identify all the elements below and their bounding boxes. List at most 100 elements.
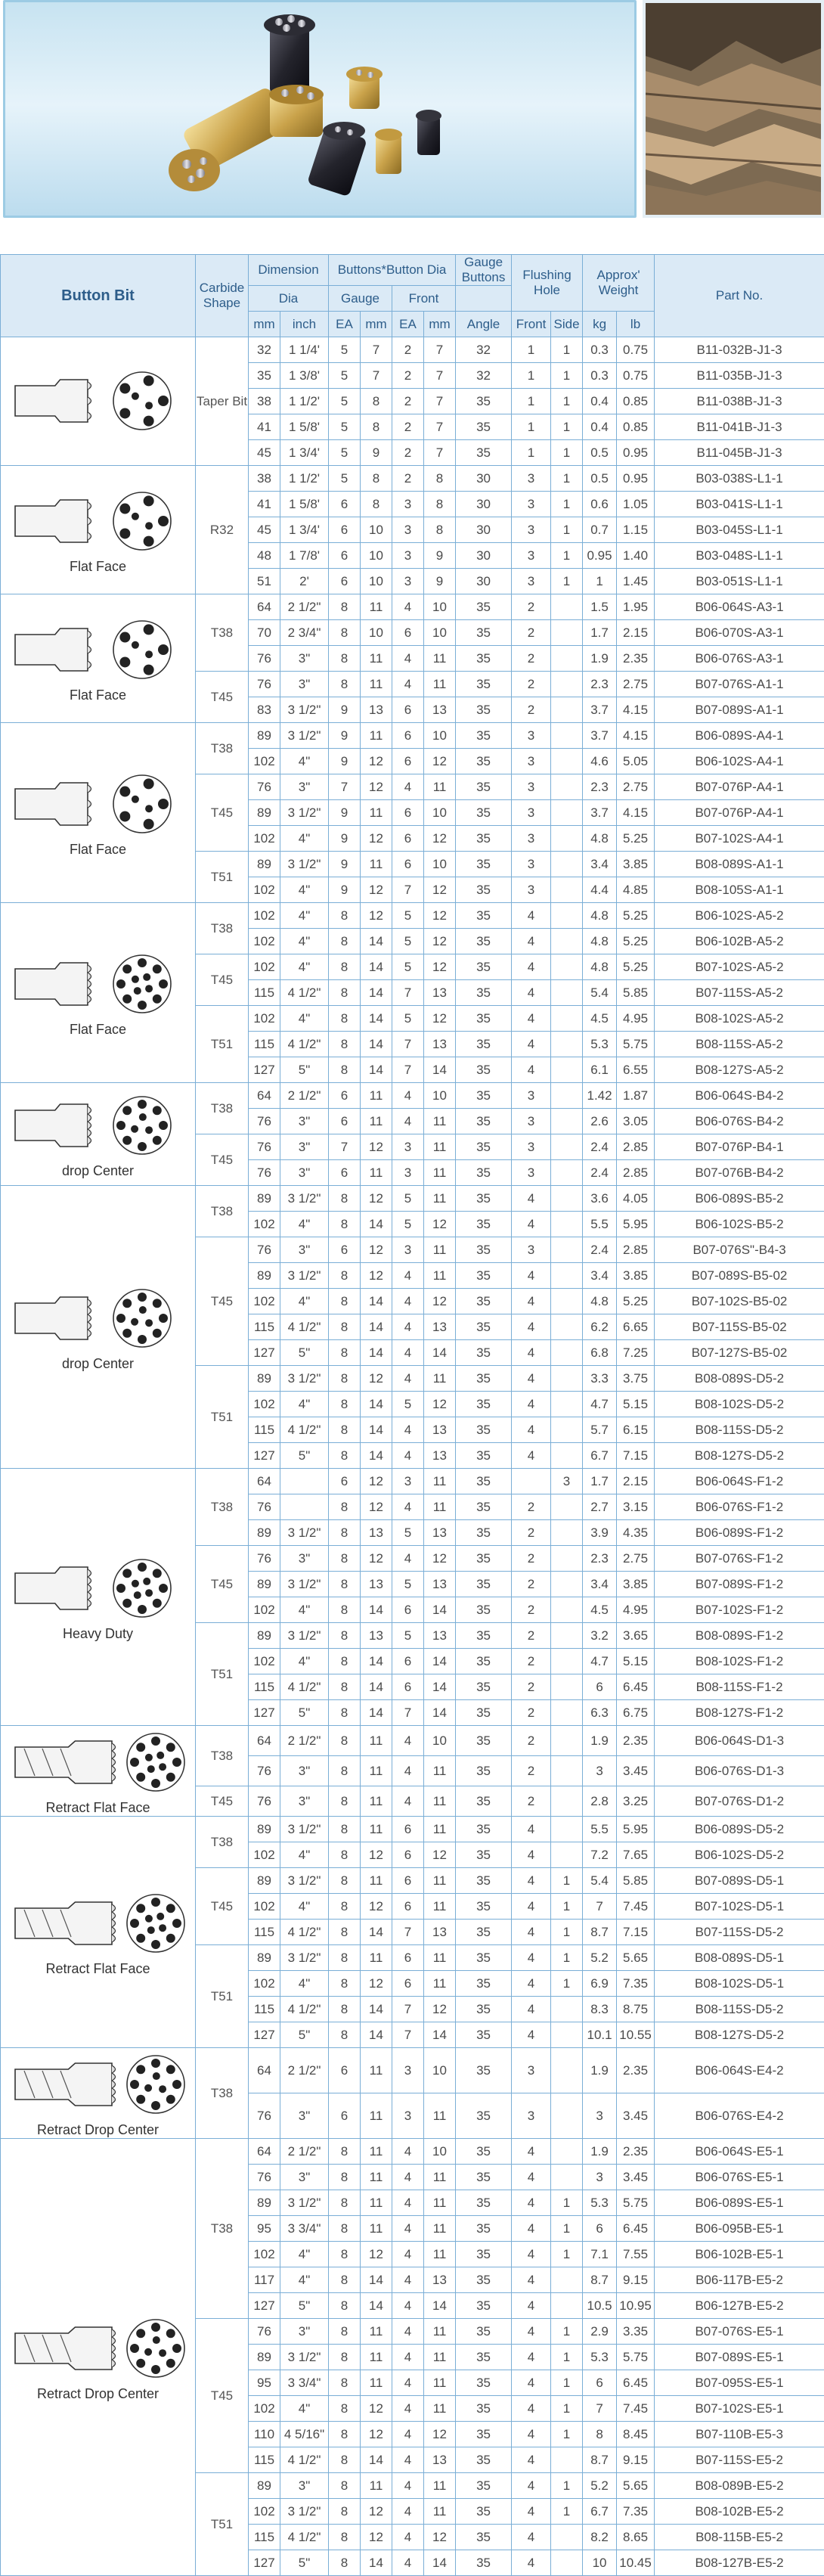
table-cell: 8 [329, 1520, 361, 1546]
table-cell: 6 [329, 517, 361, 543]
table-cell: 1 [512, 414, 551, 440]
table-cell: 3 [512, 1134, 551, 1160]
table-cell: 3 3/4" [280, 2370, 329, 2396]
table-cell: 1 [551, 2473, 583, 2499]
carbide-shape-cell: T45 [196, 1546, 249, 1623]
table-cell: 4.15 [617, 723, 655, 749]
table-cell: 1.05 [617, 492, 655, 517]
table-cell: 2 [512, 620, 551, 646]
table-cell: 4 [512, 2319, 551, 2345]
carbide-shape-cell: T51 [196, 1623, 249, 1726]
table-cell: 3 1/2" [280, 697, 329, 723]
table-cell: 3 [512, 492, 551, 517]
table-cell: 35 [249, 363, 280, 389]
table-cell: 1 [551, 414, 583, 440]
table-cell: 2 1/2" [280, 1726, 329, 1756]
table-cell: 3.4 [583, 1572, 617, 1597]
table-cell: 30 [456, 492, 512, 517]
table-cell: 127 [249, 1443, 280, 1469]
table-cell: 12 [361, 1494, 392, 1520]
table-cell: B06-117B-E5-2 [655, 2267, 824, 2293]
table-cell: B11-032B-J1-3 [655, 337, 824, 363]
table-cell [551, 1186, 583, 1212]
table-cell: 14 [361, 980, 392, 1006]
table-cell: 11 [361, 2048, 392, 2093]
bit-caption: Flat Face [1, 687, 195, 703]
table-cell: 12 [361, 2525, 392, 2550]
table-cell: 35 [456, 980, 512, 1006]
table-cell: 89 [249, 723, 280, 749]
table-cell: B06-064S-E5-1 [655, 2139, 824, 2165]
table-cell: 1 [512, 440, 551, 466]
table-cell [551, 2165, 583, 2190]
table-cell: 11 [424, 672, 456, 697]
bit-caption: Retract Flat Face [1, 1800, 195, 1816]
bit-image-cell: Heavy Duty [1, 1469, 196, 1726]
table-cell: B07-089S-A1-1 [655, 697, 824, 723]
button-bit-drawing-icon [8, 1089, 189, 1162]
table-cell: 11 [424, 1186, 456, 1212]
table-cell: 8 [329, 929, 361, 954]
table-cell: 127 [249, 1057, 280, 1083]
table-cell: 4 [512, 1392, 551, 1417]
table-cell: 30 [456, 569, 512, 594]
table-cell: 8 [329, 1997, 361, 2022]
table-cell: 3" [280, 2093, 329, 2139]
table-cell: 6 [329, 1237, 361, 1263]
table-cell: 35 [456, 903, 512, 929]
table-cell: 4 [392, 1443, 424, 1469]
table-cell: 35 [456, 2550, 512, 2576]
table-cell: 12 [361, 1366, 392, 1392]
table-cell: 38 [249, 389, 280, 414]
table-cell: B07-110B-E5-3 [655, 2422, 824, 2447]
table-cell: 8 [329, 2396, 361, 2422]
table-cell [551, 2447, 583, 2473]
table-cell: 35 [456, 1674, 512, 1700]
table-cell [512, 1469, 551, 1494]
carbide-shape-cell: T38 [196, 1469, 249, 1546]
table-cell: 3 [583, 2093, 617, 2139]
table-cell: 8 [329, 1726, 361, 1756]
table-cell: 5.25 [617, 826, 655, 852]
table-cell: 0.75 [617, 337, 655, 363]
table-cell: 35 [456, 800, 512, 826]
table-cell: 76 [249, 2165, 280, 2190]
table-cell: 4 1/2" [280, 1417, 329, 1443]
table-cell: 127 [249, 1700, 280, 1726]
table-cell: 4 [392, 2293, 424, 2319]
table-cell: 8 [329, 1186, 361, 1212]
table-cell: 1 [512, 389, 551, 414]
table-cell: B07-089S-F1-2 [655, 1572, 824, 1597]
table-cell: 2.9 [583, 2319, 617, 2345]
table-cell: 35 [456, 2242, 512, 2267]
table-cell: 4.6 [583, 749, 617, 774]
table-cell [551, 903, 583, 929]
table-cell: 11 [424, 2370, 456, 2396]
table-cell: 6 [392, 1971, 424, 1997]
table-cell: 1 [551, 2319, 583, 2345]
carbide-shape-cell: T51 [196, 1366, 249, 1469]
bit-image-cell: Retract Flat Face [1, 1817, 196, 2048]
product-banner-main [3, 0, 637, 218]
table-cell: 4 [392, 1314, 424, 1340]
table-cell: 1 3/8' [280, 363, 329, 389]
table-cell: 0.4 [583, 389, 617, 414]
table-cell: 3.85 [617, 852, 655, 877]
table-cell: 4 [512, 929, 551, 954]
table-cell: 2.4 [583, 1134, 617, 1160]
table-cell: 6 [392, 723, 424, 749]
table-cell: 2 [512, 1726, 551, 1756]
table-cell: 64 [249, 1083, 280, 1109]
table-cell: 1.45 [617, 569, 655, 594]
table-cell: 6 [329, 569, 361, 594]
table-cell: 6 [392, 1817, 424, 1842]
table-cell [551, 1700, 583, 1726]
table-cell: 3 3/4" [280, 2216, 329, 2242]
table-cell [551, 2293, 583, 2319]
table-cell: 4 5/16" [280, 2422, 329, 2447]
table-cell: 7 [361, 363, 392, 389]
table-cell: 11 [424, 2165, 456, 2190]
table-cell: 4" [280, 1971, 329, 1997]
table-cell: 6.1 [583, 1057, 617, 1083]
